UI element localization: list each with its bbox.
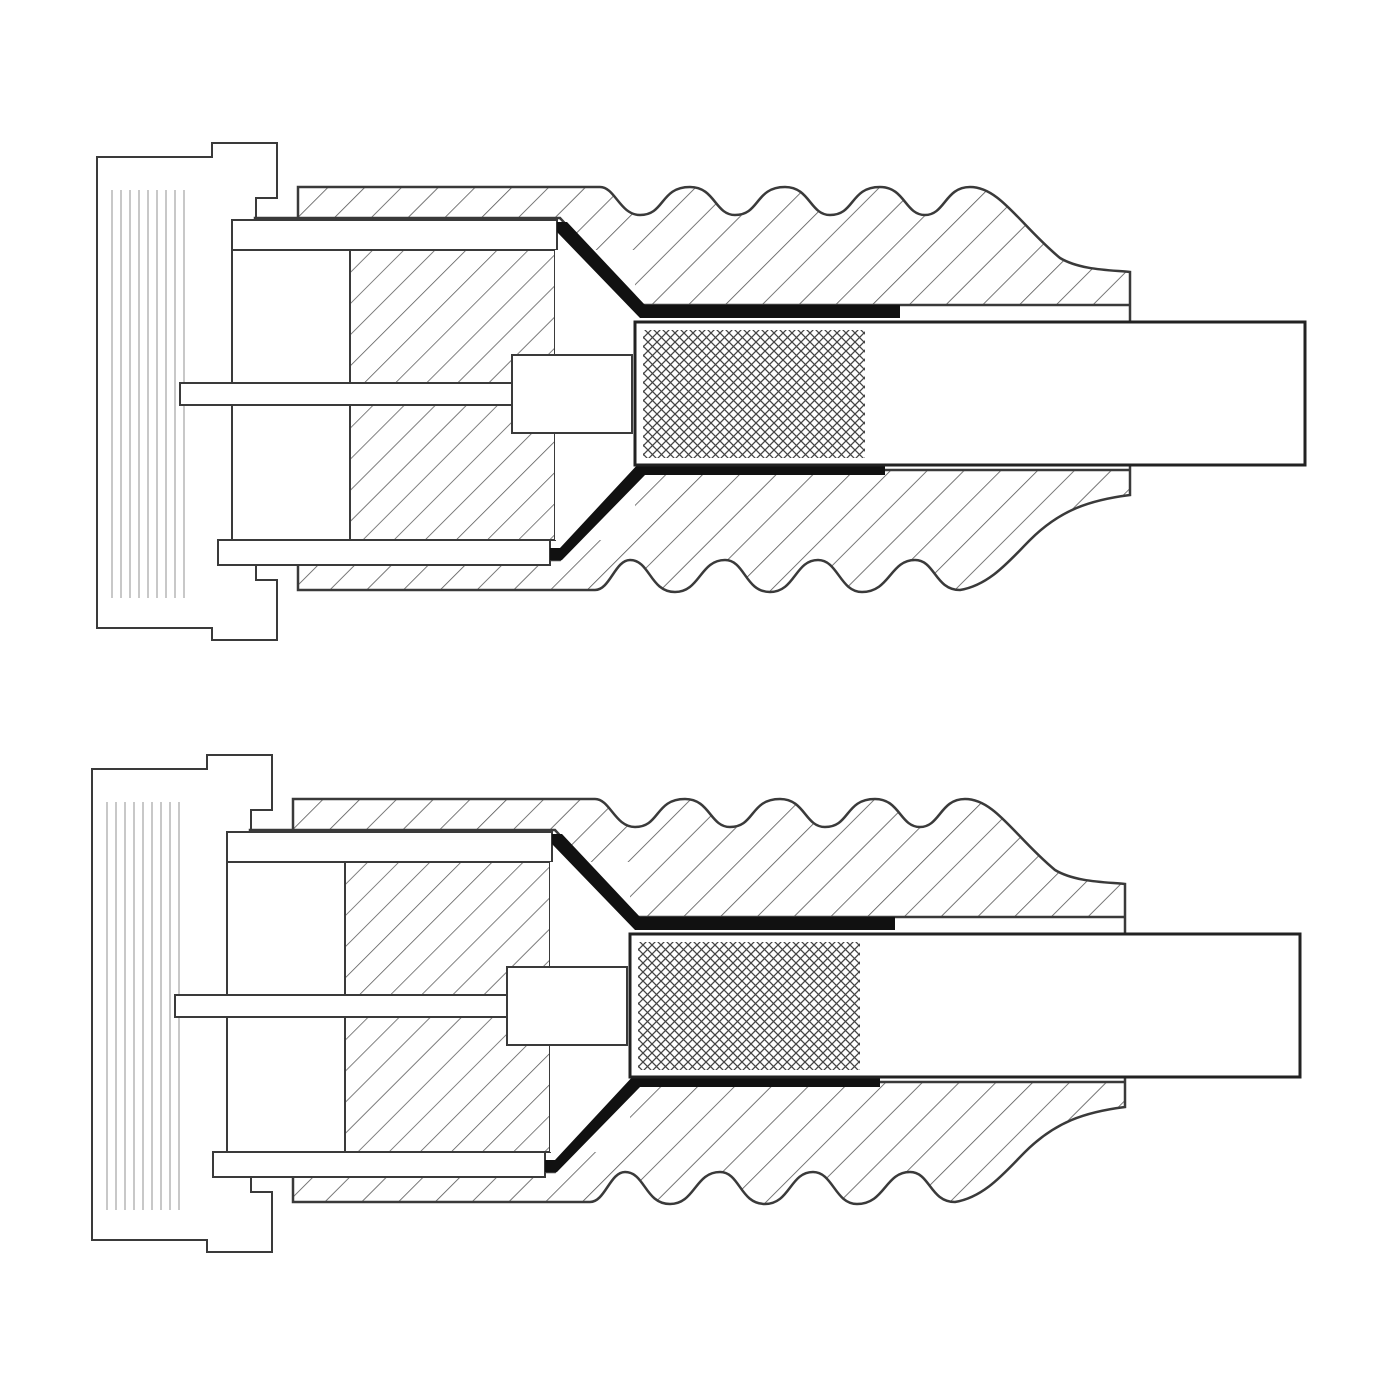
connector-bottom <box>90 753 1302 1254</box>
connector-top <box>95 141 1307 642</box>
